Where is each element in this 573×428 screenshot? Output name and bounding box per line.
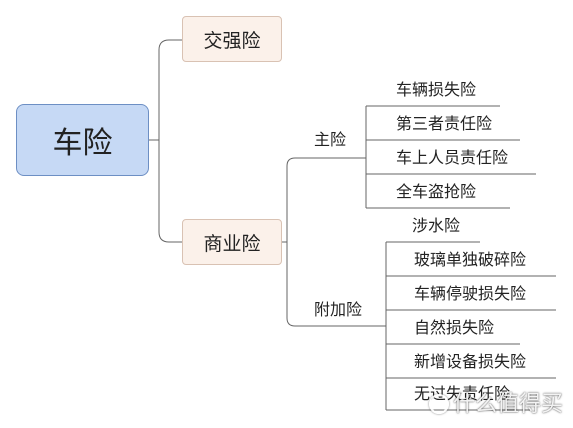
item-main-1: 第三者责任险 bbox=[396, 114, 493, 133]
item-main-0: 车辆损失险 bbox=[396, 80, 477, 99]
branch-node-shangye: 商业险 bbox=[182, 219, 282, 265]
branch-node-jiaoqiang: 交强险 bbox=[182, 16, 282, 62]
branch-label-jiaoqiang: 交强险 bbox=[203, 29, 261, 52]
watermark-text: 什么值得买 bbox=[452, 392, 563, 417]
item-main-3: 全车盗抢险 bbox=[396, 182, 477, 201]
watermark: 什么值得买 bbox=[428, 392, 563, 417]
root-node: 车险 bbox=[16, 104, 149, 176]
connector-sy-main bbox=[282, 157, 366, 243]
item-addon-1: 玻璃单独破碎险 bbox=[414, 250, 527, 269]
connector-root-jq bbox=[149, 39, 182, 141]
item-addon-2: 车辆停驶损失险 bbox=[414, 284, 527, 303]
root-label: 车险 bbox=[52, 126, 113, 161]
watermark-logo-icon bbox=[428, 394, 449, 414]
item-addon-4: 新增设备损失险 bbox=[414, 352, 527, 371]
group-label-addon: 附加险 bbox=[314, 300, 363, 319]
connector-root-sy bbox=[158, 140, 182, 243]
group-label-main: 主险 bbox=[314, 130, 347, 149]
branch-label-shangye: 商业险 bbox=[203, 232, 261, 255]
connector-sy-addon bbox=[286, 242, 386, 327]
item-addon-3: 自然损失险 bbox=[414, 318, 495, 337]
item-addon-0: 涉水险 bbox=[412, 216, 461, 235]
item-main-2: 车上人员责任险 bbox=[396, 148, 509, 167]
